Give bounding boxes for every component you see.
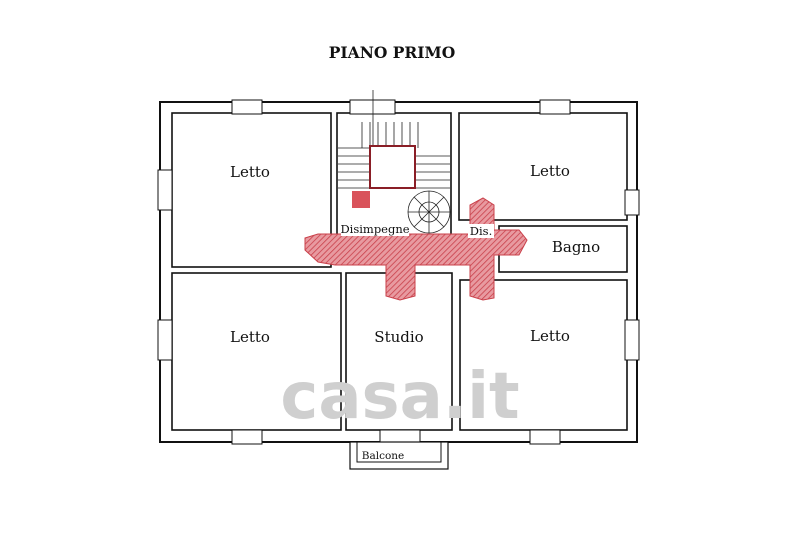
label-letto-tr: Letto bbox=[530, 162, 570, 180]
windows bbox=[157, 99, 640, 445]
corridor-highlight bbox=[304, 197, 528, 301]
stairs bbox=[338, 90, 451, 234]
room-letto-br bbox=[459, 279, 628, 431]
label-dis: Dis. bbox=[470, 224, 492, 238]
highlight-landing bbox=[352, 191, 370, 208]
label-balcone: Balcone bbox=[362, 450, 405, 462]
label-studio: Studio bbox=[374, 328, 423, 346]
stair-void bbox=[369, 145, 416, 189]
balcone: Balcone bbox=[349, 441, 449, 470]
label-bagno: Bagno bbox=[552, 238, 600, 256]
label-letto-bl: Letto bbox=[230, 328, 270, 346]
label-letto-br: Letto bbox=[530, 327, 570, 345]
room-letto-bl bbox=[171, 272, 342, 431]
plan-title: PIANO PRIMO bbox=[329, 43, 455, 62]
label-disimpegno: Disimpegne bbox=[340, 222, 409, 236]
label-letto-tl: Letto bbox=[230, 163, 270, 181]
